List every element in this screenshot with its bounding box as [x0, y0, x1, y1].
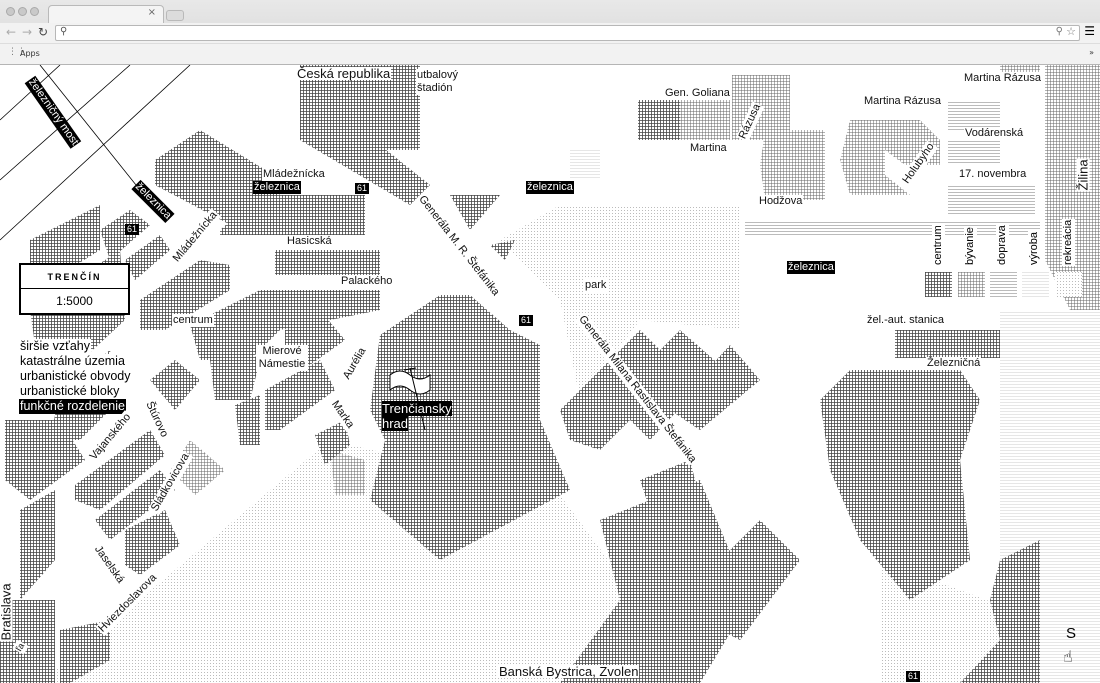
layer-katastralne-uzemia[interactable]: katastrálne územia	[19, 354, 126, 369]
minimize-window-button[interactable]	[18, 7, 27, 16]
map-scale[interactable]: 1:5000	[56, 294, 93, 308]
label-vodarenska: Vodárenská	[964, 127, 1025, 140]
swatch-byvanie[interactable]	[958, 272, 985, 297]
new-tab-button[interactable]	[166, 10, 184, 21]
route-61-marker: 61	[355, 183, 370, 194]
bookmarks-overflow[interactable]: »	[1089, 48, 1094, 57]
label-martina-razusa: Martina Rázusa	[963, 72, 1043, 85]
address-bar[interactable]: ⚲ ⚲ ☆	[55, 25, 1080, 41]
zoom-icon[interactable]: ⚲	[1055, 26, 1063, 37]
bookmarks-bar: ⋮⋮ Apps »	[0, 43, 1100, 64]
label-hodzova: Hodžova	[758, 195, 804, 208]
swatch-rekreacia[interactable]	[1055, 272, 1082, 297]
legend-label-byvanie: bývanie	[964, 226, 977, 266]
label-park: park	[584, 279, 608, 292]
housing-areas	[40, 65, 1100, 495]
label-stadion: utbalový štadión	[416, 69, 466, 95]
route-61-marker: 61	[125, 224, 140, 235]
layer-urbanisticke-obvody[interactable]: urbanistické obvody	[19, 369, 132, 384]
legend-label-centrum: centrum	[932, 224, 945, 266]
menu-icon[interactable]: ☰	[1084, 24, 1095, 38]
map-canvas[interactable]: TRENČÍN 1:5000 širšie vzťahy katastrálne…	[0, 65, 1100, 683]
reload-icon[interactable]: ↻	[38, 25, 49, 39]
maximize-window-button[interactable]	[30, 7, 39, 16]
legend-label-vyroba: výroba	[1028, 230, 1041, 266]
layer-funkcne-rozdelenie[interactable]: funkčné rozdelenie	[19, 399, 126, 414]
label-zeleznicna: Železničná	[926, 357, 982, 370]
label-centrum: centrum	[172, 314, 214, 327]
landmark-trenciansky-hrad[interactable]: Trenčiansky hrad	[381, 401, 453, 431]
legend-label-rekreacia: rekreácia	[1062, 218, 1075, 266]
forward-icon[interactable]: →	[22, 25, 33, 39]
bookmark-star-icon[interactable]: ☆	[1066, 25, 1076, 38]
label-mierove-namestie: Mierové Námestie	[256, 345, 308, 371]
browser-tab[interactable]: ×	[48, 5, 164, 23]
layer-urbanisticke-bloky[interactable]: urbanistické bloky	[19, 384, 121, 399]
swatch-centrum[interactable]	[925, 272, 952, 297]
label-zeleznica-3: železnica	[526, 181, 574, 194]
browser-chrome: × ← → ↻ ⚲ ⚲ ☆ ☰ ⋮⋮ Apps »	[0, 0, 1100, 65]
label-17-novembra: 17. novembra	[958, 168, 1028, 181]
label-hasicska: Hasicská	[286, 235, 333, 248]
route-61-marker: 61	[906, 671, 921, 682]
label-gen-goliana: Gen. Goliana	[664, 87, 731, 100]
label-palackeho: Palackého	[340, 275, 394, 288]
back-icon[interactable]: ←	[6, 25, 17, 39]
label-zeleznica-4: železnica	[787, 261, 835, 274]
label-mladeznicka: Mládežnícka	[262, 168, 326, 181]
compass-north[interactable]: S	[1066, 625, 1077, 642]
castle-icon	[389, 367, 431, 431]
label-banska-bystrica-zvolen: Banská Bystrica, Zvolen	[498, 664, 640, 679]
search-icon: ⚲	[60, 26, 68, 37]
label-martina: Martina	[689, 142, 728, 155]
layer-siroke-vztahy[interactable]: širšie vzťahy	[19, 339, 91, 354]
map-title-box: TRENČÍN 1:5000	[19, 263, 130, 315]
close-window-button[interactable]	[6, 7, 15, 16]
landmark-label: Trenčiansky hrad	[382, 401, 452, 431]
map-drawing	[0, 65, 1100, 683]
route-61-marker: 61	[519, 315, 534, 326]
label-zeleznica-2: železnica	[253, 181, 301, 194]
legend-label-doprava: doprava	[996, 224, 1009, 266]
centre-blocks	[0, 65, 1040, 683]
tab-close-icon[interactable]: ×	[147, 7, 156, 18]
swatch-vyroba[interactable]	[1022, 272, 1049, 297]
layer-menu: širšie vzťahy katastrálne územia urbanis…	[19, 339, 132, 414]
label-bratislava: Bratislava	[0, 582, 14, 642]
swatch-doprava[interactable]	[990, 272, 1017, 297]
label-zel-aut-stanica: žel.-aut. stanica	[866, 314, 946, 327]
apps-bookmark[interactable]: Apps	[20, 49, 40, 58]
label-martina-razusa-2: Martina Rázusa	[863, 95, 943, 108]
legend-swatches	[925, 272, 1082, 297]
browser-toolbar: ← → ↻ ⚲ ⚲ ☆ ☰	[0, 23, 1100, 43]
label-ceska-republika: Česká republika	[296, 66, 392, 81]
hand-pan-icon[interactable]: ☝	[1063, 647, 1073, 666]
label-zilina: Žilina	[1075, 158, 1091, 192]
map-title: TRENČÍN	[21, 265, 128, 289]
apps-grid-icon: ⋮⋮	[8, 47, 26, 57]
